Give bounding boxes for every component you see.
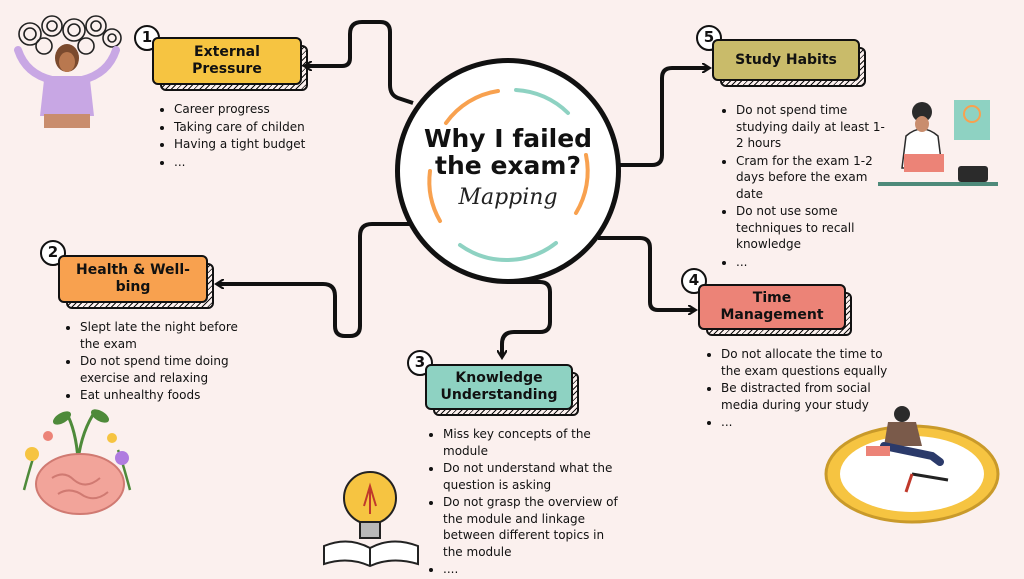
branch-4-point: ...	[721, 414, 893, 431]
branch-3-point: Do not understand what the question is a…	[443, 460, 621, 493]
connector-4	[598, 236, 694, 310]
connector-3	[502, 280, 552, 356]
branch-2-point: Slept late the night before the exam	[80, 319, 256, 352]
branch-5-point: Cram for the exam 1-2 days before the ex…	[736, 153, 886, 203]
branch-4-title-line: Management	[720, 307, 824, 323]
branch-2-title-line: bing	[115, 279, 151, 295]
branch-3-point: ....	[443, 561, 621, 578]
branch-5-point: Do not use some techniques to recall kno…	[736, 203, 886, 253]
branch-1-title-line: External	[194, 44, 260, 60]
branch-1-points: Career progress Taking care of childen H…	[160, 101, 344, 171]
connector-1	[306, 20, 414, 105]
branch-3-point: Miss key concepts of the module	[443, 426, 621, 459]
branch-5-points: Do not spend time studying daily at leas…	[722, 102, 886, 271]
branch-5-title-box: Study Habits	[712, 39, 866, 87]
branch-5-point: Do not spend time studying daily at leas…	[736, 102, 886, 152]
lightbulb-book-icon	[323, 471, 419, 568]
branch-2-point: Do not spend time doing exercise and rel…	[80, 353, 256, 386]
branch-1-point: ...	[174, 154, 344, 171]
connector-2	[218, 222, 412, 338]
stressed-woman-icon	[14, 15, 122, 128]
branch-3-points: Miss key concepts of the module Do not u…	[429, 426, 621, 579]
branch-2-point: Eat unhealthy foods	[80, 387, 256, 404]
branch-1-point: Taking care of childen	[174, 119, 344, 136]
scientist-lab-icon	[878, 100, 998, 186]
branch-2-title-line: Health & Well-	[76, 262, 190, 278]
branch-4-points: Do not allocate the time to the exam que…	[707, 346, 893, 432]
branch-4-title-line: Time	[752, 290, 792, 306]
central-topic: Why I failed the exam? Mapping	[395, 58, 621, 284]
branch-2-points: Slept late the night before the exam Do …	[66, 319, 256, 422]
connector-5	[620, 68, 708, 167]
person-on-clock-icon	[824, 406, 1000, 524]
branch-1-point: Having a tight budget	[174, 136, 344, 153]
center-decorative-arcs	[427, 88, 590, 263]
branch-1-title-line: Pressure	[192, 61, 262, 77]
branch-1-point: Career progress	[174, 101, 344, 118]
branch-2-title-box: Health & Well-bing	[58, 255, 214, 309]
branch-4-number: 4	[681, 268, 707, 294]
branch-5-point: ...	[736, 254, 886, 271]
brain-plant-icon	[22, 409, 132, 515]
branch-3-title-line: Knowledge	[455, 370, 543, 386]
central-title: Why I failed the exam?	[423, 124, 593, 180]
branch-3-title-line: Understanding	[440, 387, 558, 403]
branch-4-point: Do not allocate the time to the exam que…	[721, 346, 893, 379]
branch-5-title-line: Study Habits	[735, 51, 837, 68]
central-subtitle: Mapping	[458, 185, 558, 210]
branch-3-point: Do not grasp the overview of the module …	[443, 494, 621, 560]
branch-4-point: Be distracted from social media during y…	[721, 380, 893, 413]
